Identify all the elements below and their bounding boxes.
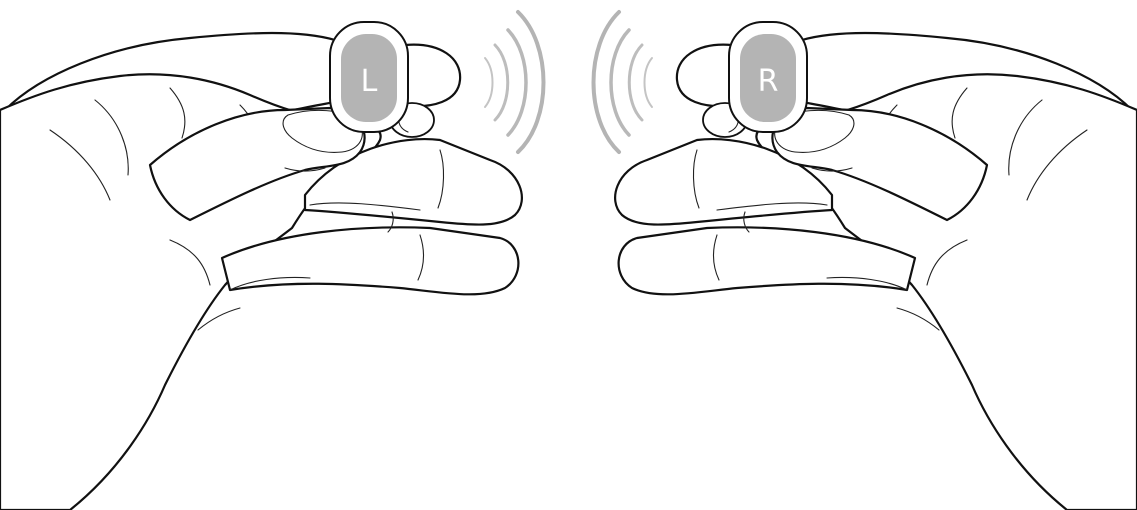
left-wave-2	[495, 45, 508, 120]
left-wave-3	[508, 30, 526, 135]
left-earbud-label: L	[361, 64, 378, 99]
left-hand	[0, 33, 522, 510]
right-earbud-label: R	[758, 64, 779, 99]
left-sound-waves	[485, 12, 544, 152]
left-wave-1	[485, 58, 493, 107]
right-hand	[594, 12, 1137, 510]
right-earbud: R	[758, 64, 779, 99]
left-earbud: L	[330, 22, 408, 132]
left-wave-4	[518, 12, 544, 152]
